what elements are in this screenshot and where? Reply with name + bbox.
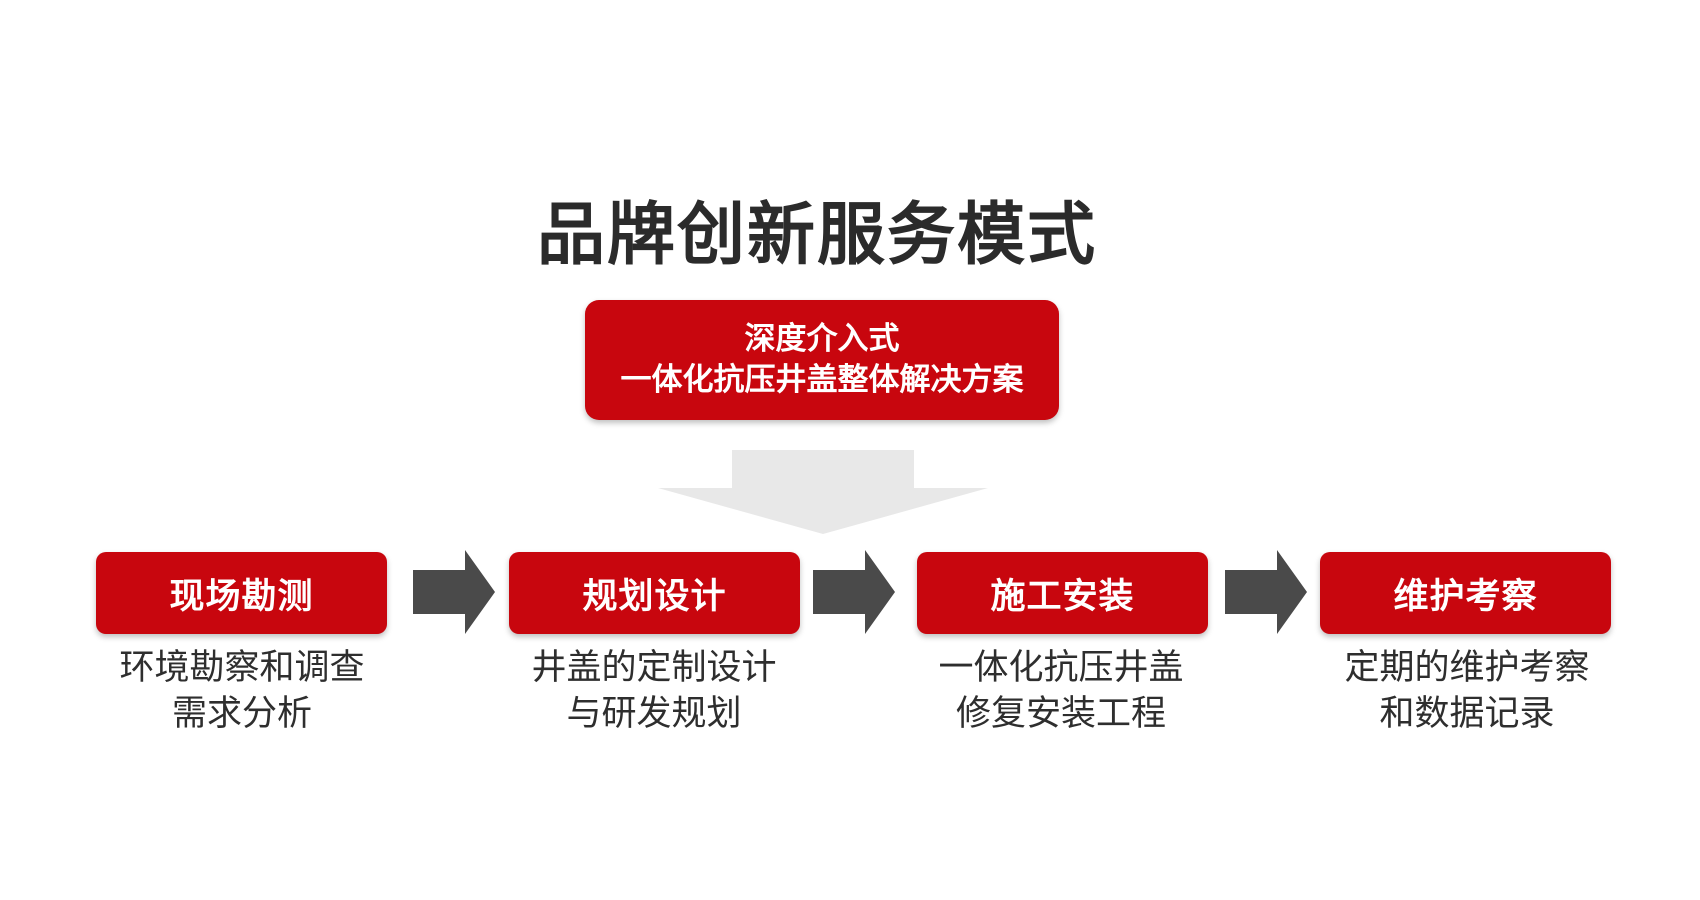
step-label: 维护考察 [1393,576,1538,617]
step-label: 规划设计 [582,576,727,617]
page-title: 品牌创新服务模式 [536,196,1097,275]
step-box-maintenance-inspection: 维护考察 [1320,552,1611,634]
down-arrow-icon [658,450,988,534]
step-box-site-survey: 现场勘测 [96,552,387,634]
step-description: 井盖的定制设计 与研发规划 [531,648,777,734]
step-description: 定期的维护考察 和数据记录 [1344,648,1590,734]
step-box-construction-installation: 施工安装 [917,552,1208,634]
step-label: 施工安装 [990,576,1135,617]
solution-line-2: 一体化抗压井盖整体解决方案 [620,362,1024,398]
step-description: 环境勘察和调查 需求分析 [119,648,365,734]
right-arrow-icon [413,550,495,634]
step-label: 现场勘测 [169,576,314,617]
right-arrow-icon [813,550,895,634]
solution-box: 深度介入式 一体化抗压井盖整体解决方案 [585,300,1059,420]
solution-line-1: 深度介入式 [744,321,900,357]
right-arrow-icon [1225,550,1307,634]
step-box-planning-design: 规划设计 [509,552,800,634]
step-description: 一体化抗压井盖 修复安装工程 [938,648,1184,734]
